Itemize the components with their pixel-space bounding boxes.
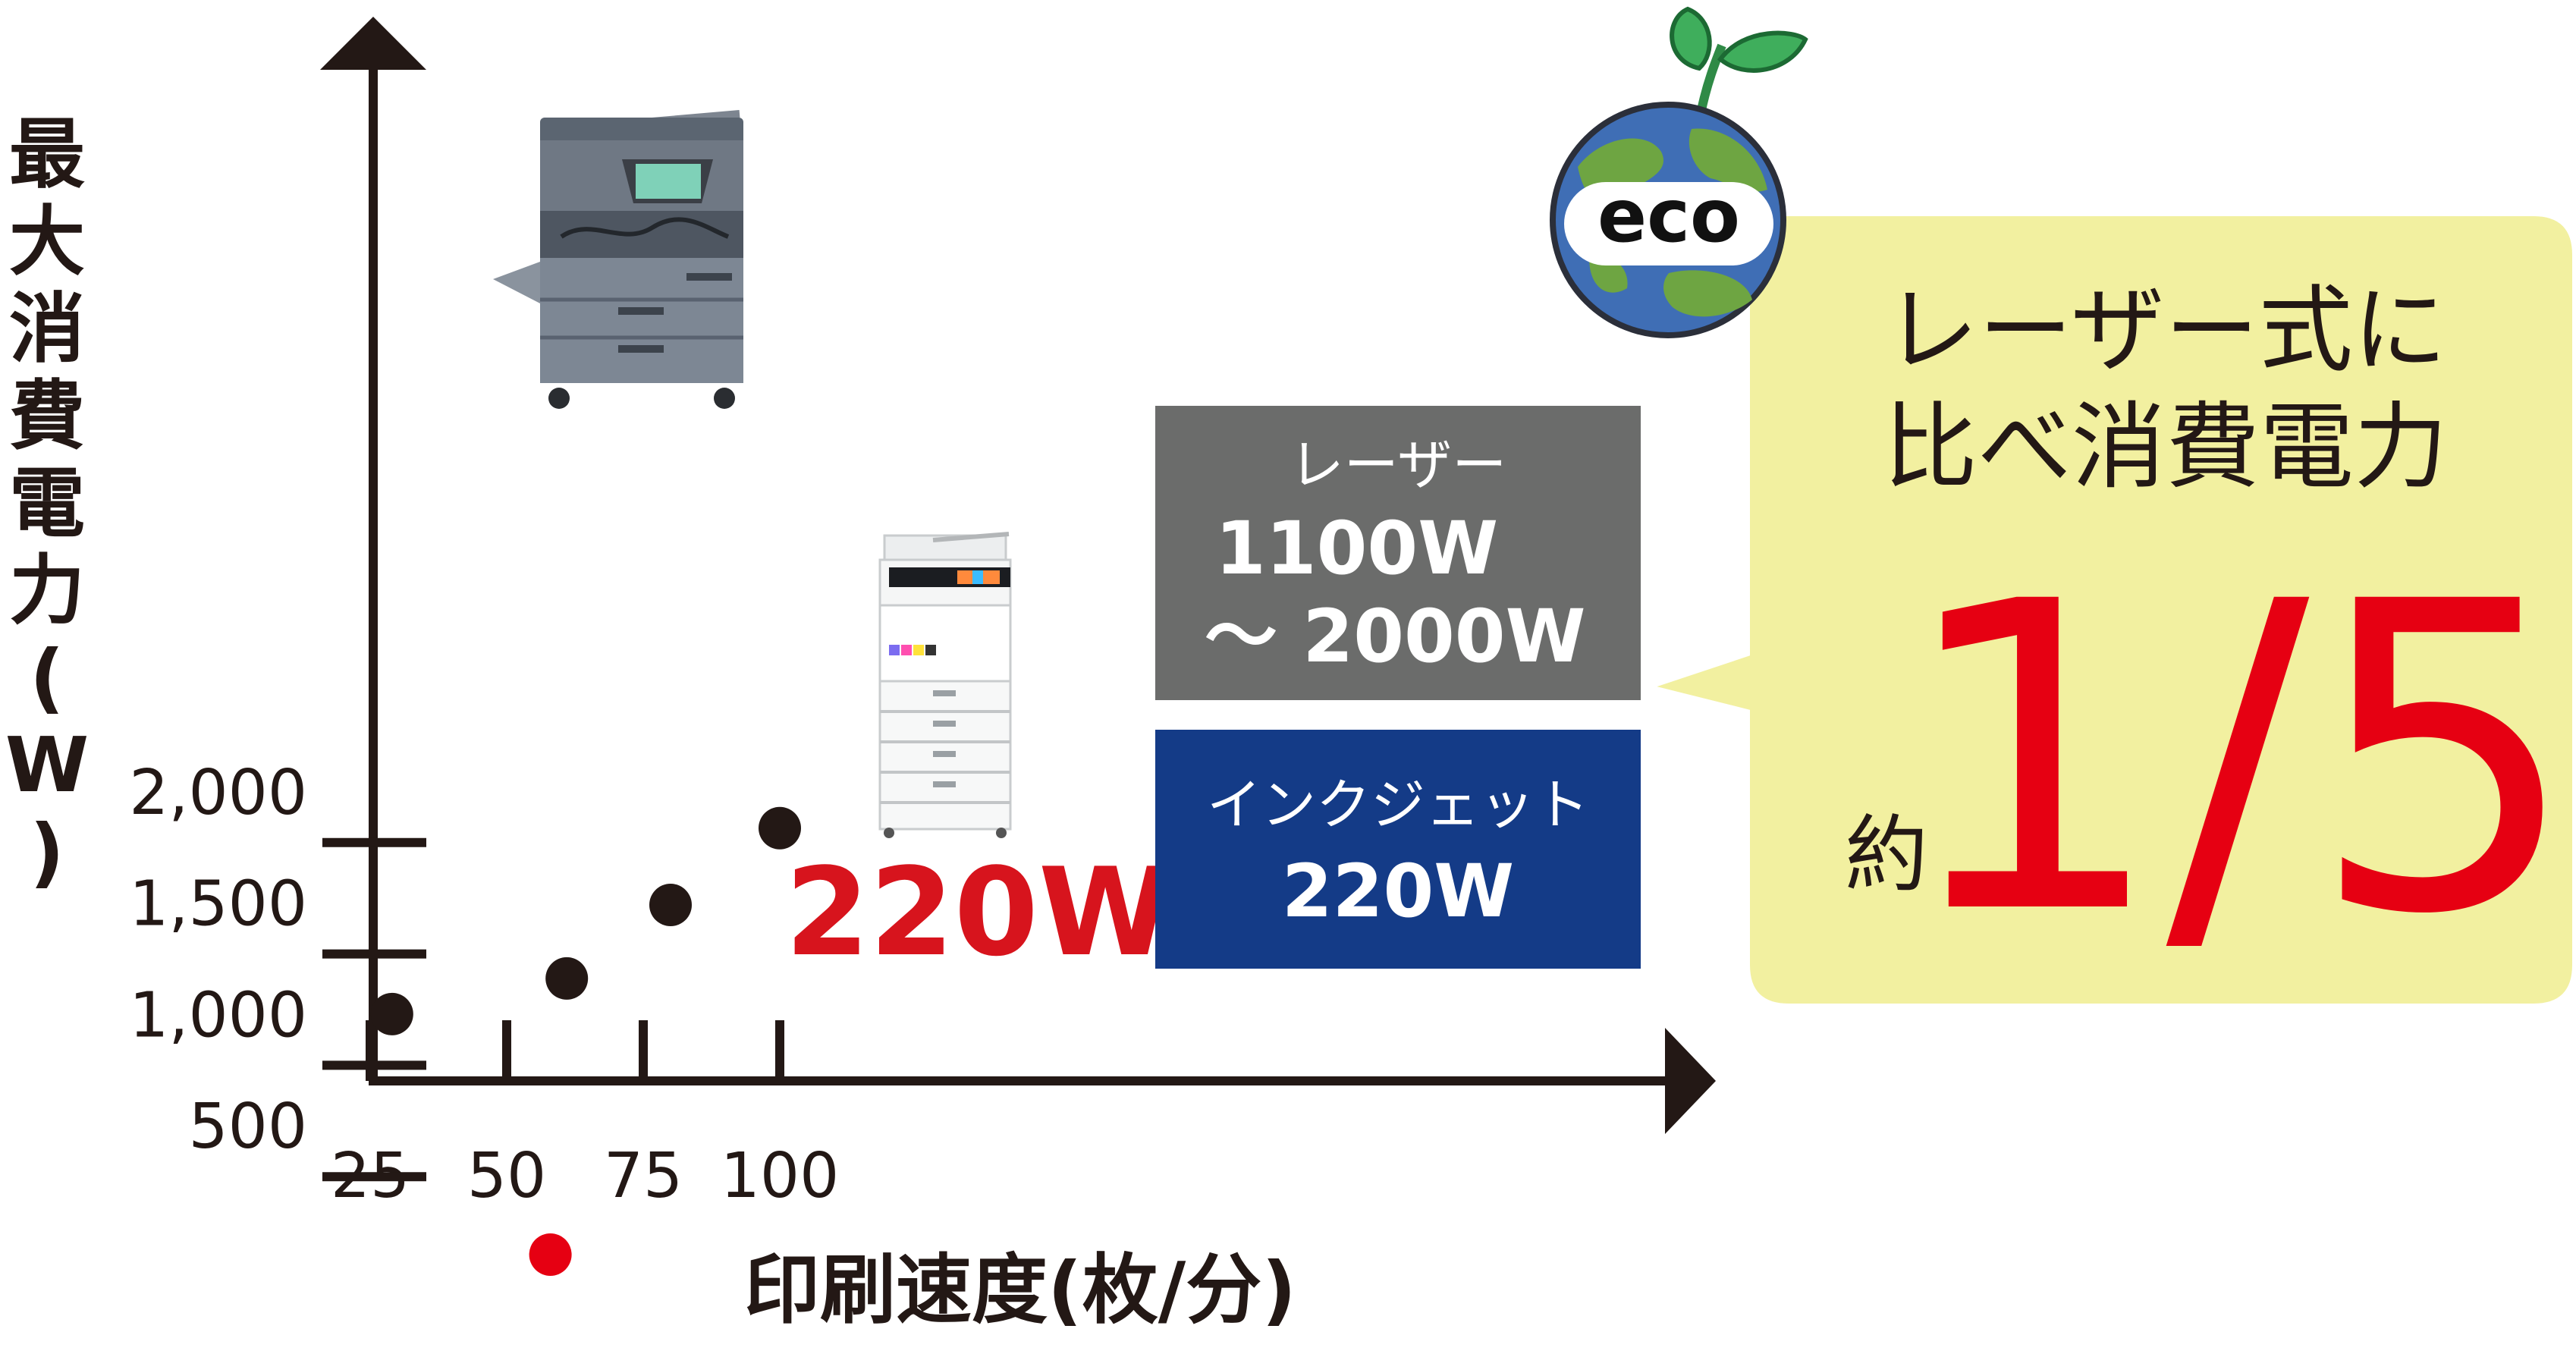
callout-bubble: レーザー式に 比べ消費電力 約 1/5 (1657, 216, 2576, 1007)
laser-box-line2: ～ 2000W (1205, 594, 1586, 679)
x-axis-title: 印刷速度(枚/分) (744, 1246, 1296, 1334)
eco-label: eco (1597, 174, 1740, 259)
inkjet-value-label: 220W (785, 841, 1172, 983)
y-tick-label: 1,000 (129, 979, 307, 1051)
laser-printer-icon (493, 110, 743, 409)
laser-data-point (545, 957, 589, 1000)
y-ticks: 500 1,000 1,500 2,000 (129, 757, 426, 1182)
laser-data-point (759, 806, 801, 850)
laser-data-point (370, 992, 413, 1035)
inkjet-box-title: インクジェット (1207, 773, 1589, 837)
callout-ratio: 1/5 (1896, 513, 2576, 1007)
callout-line1: レーザー式に (1884, 276, 2447, 385)
callout-prefix: 約 (1845, 806, 1928, 903)
x-tick-label: 100 (721, 1140, 840, 1212)
inkjet-data-point (529, 1233, 572, 1276)
inkjet-info-box: インクジェット 220W (1155, 730, 1641, 969)
laser-data-point (649, 884, 692, 927)
axes (320, 17, 1716, 1134)
laser-info-box: レーザー 1100W ～ 2000W (1155, 406, 1641, 700)
laser-box-title: レーザー (1290, 433, 1507, 497)
laser-box-line1: 1100W (1215, 506, 1498, 591)
x-axis-arrow (1665, 1028, 1716, 1134)
y-axis-arrow (320, 17, 426, 70)
data-points (370, 806, 801, 1276)
eco-globe-icon: eco (1550, 6, 1808, 338)
x-tick-label: 75 (604, 1140, 683, 1212)
x-tick-label: 50 (467, 1140, 546, 1212)
y-tick-label: 2,000 (129, 757, 307, 829)
y-tick-label: 500 (188, 1091, 307, 1163)
y-axis-title: 最大消費電力(W) (5, 110, 89, 897)
callout-line2: 比べ消費電力 (1883, 393, 2448, 502)
inkjet-printer-icon (878, 532, 1012, 838)
y-tick-label: 1,500 (129, 869, 307, 941)
inkjet-box-value: 220W (1282, 849, 1514, 934)
